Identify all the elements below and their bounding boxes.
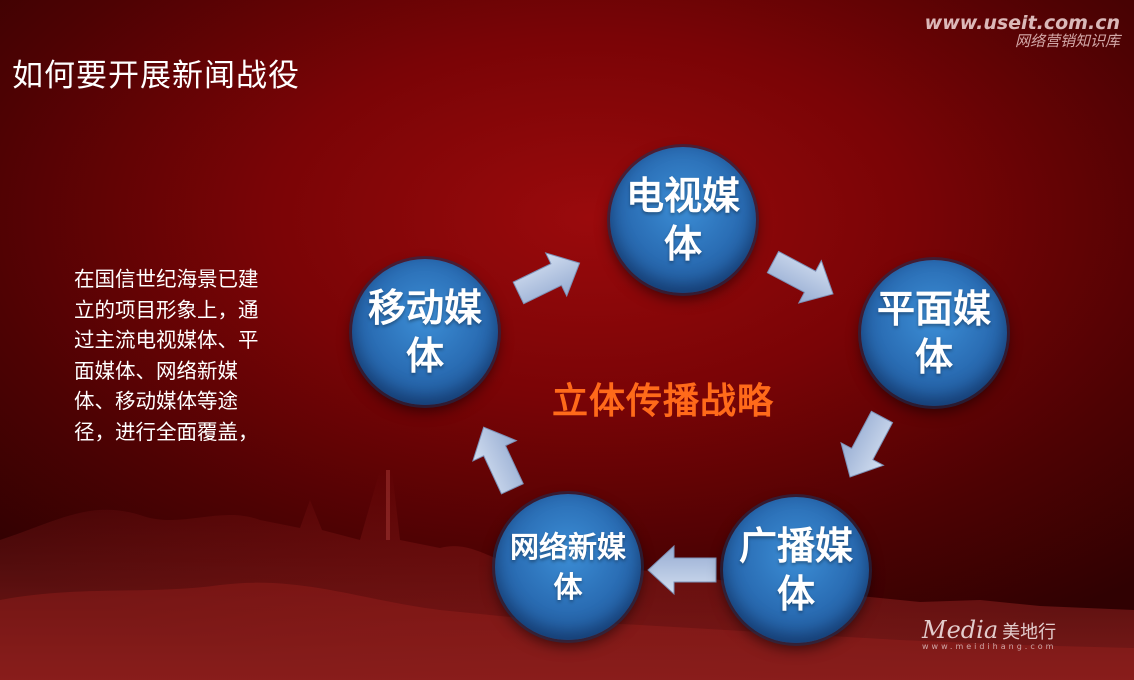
node-print-media-label: 平面媒体 <box>872 285 996 381</box>
arrow-tv-to-print <box>762 241 845 315</box>
logo-name-cn: 美地行 <box>1002 622 1056 643</box>
logo-name-en: Media <box>922 616 998 644</box>
node-web-media-label: 网络新媒体 <box>498 527 638 607</box>
node-mobile-media-label: 移动媒体 <box>363 284 487 380</box>
node-mobile-media: 移动媒体 <box>352 259 498 405</box>
node-radio-media-label: 广播媒体 <box>734 522 858 618</box>
node-tv-media: 电视媒体 <box>610 147 756 293</box>
center-strategy-label: 立体传播战略 <box>552 372 774 424</box>
node-print-media: 平面媒体 <box>861 260 1007 406</box>
node-web-media: 网络新媒体 <box>495 494 641 640</box>
arrow-web-to-mobile <box>462 417 534 499</box>
node-tv-media-label: 电视媒体 <box>621 172 745 268</box>
arrow-print-to-radio <box>829 406 903 489</box>
arrow-mobile-to-tv <box>508 242 590 315</box>
logo-url: www.meidihang.com <box>922 642 1056 651</box>
node-radio-media: 广播媒体 <box>723 497 869 643</box>
arrow-radio-to-web <box>648 546 716 594</box>
